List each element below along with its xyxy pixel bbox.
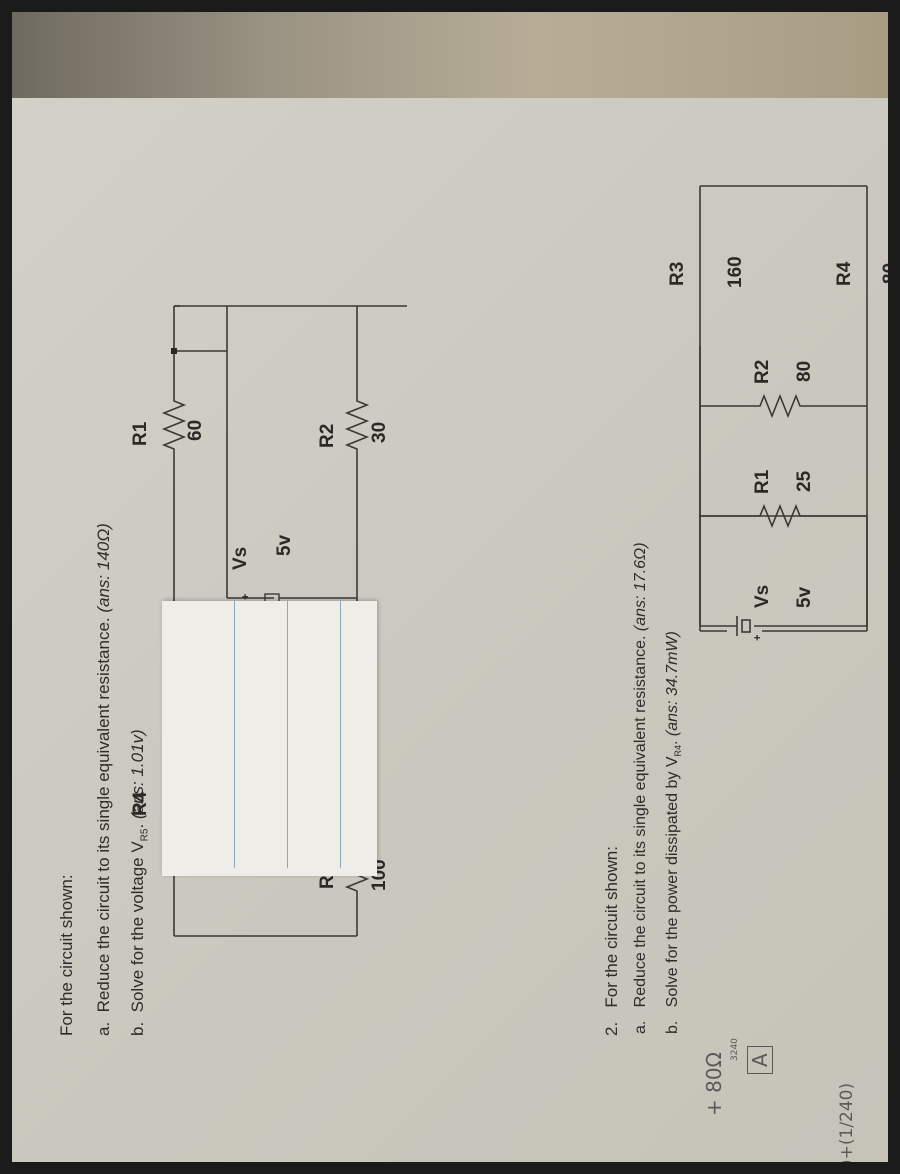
- handwritten-parenthetical: )+(1/240): [837, 1082, 857, 1162]
- c2-r2-zigzag: [700, 393, 867, 419]
- c2-r1-name: R1: [752, 469, 773, 494]
- c2-r2-value: 80: [794, 360, 815, 382]
- c2-src-polarity: +: [752, 634, 764, 641]
- rotated-page-content: For the circuit shown: a. Reduce the cir…: [12, 12, 888, 1162]
- c1-r2-value: 30: [369, 421, 390, 443]
- c2-src-label: Vs: [752, 584, 773, 608]
- card-rule: [234, 601, 235, 868]
- card-rule: [287, 601, 288, 868]
- c1-src-value: 5v: [274, 534, 295, 556]
- c1-r1-zigzag: [161, 381, 187, 466]
- c2-r3-name: R3: [667, 261, 688, 286]
- c1-r1-name: R1: [130, 421, 151, 446]
- c1-r2-zigzag: [344, 381, 370, 466]
- c2-r4-name: R4: [834, 261, 855, 286]
- c2-r3-value: 160: [725, 256, 746, 288]
- handwritten-boxed-letter: A: [747, 1046, 773, 1074]
- c2-r1-value: 25: [794, 470, 815, 492]
- handwritten-small: 3240: [730, 1038, 740, 1061]
- c1-r2-name: R2: [317, 423, 338, 448]
- c1-r4-name: R4: [130, 791, 151, 816]
- c1-junction: [171, 348, 177, 354]
- c2-src-plate-short: [741, 619, 751, 633]
- c1-src-label: Vs: [230, 546, 251, 570]
- circuit1-source: [227, 593, 357, 603]
- c2-r1-zigzag: [700, 503, 867, 529]
- circuit2-diagram: [699, 185, 868, 636]
- card-rule: [340, 601, 341, 868]
- document-photo: For the circuit shown: a. Reduce the cir…: [12, 12, 888, 1162]
- c2-r4-value: 80: [880, 262, 888, 284]
- c1-r1-value: 60: [185, 419, 206, 441]
- c1-src-polarity: +: [240, 593, 252, 600]
- c2-r2-name: R2: [752, 359, 773, 384]
- c2-src-value: 5v: [794, 586, 815, 608]
- handwritten-ohm: + 80Ω: [702, 1052, 726, 1116]
- lined-note-card: [162, 601, 377, 876]
